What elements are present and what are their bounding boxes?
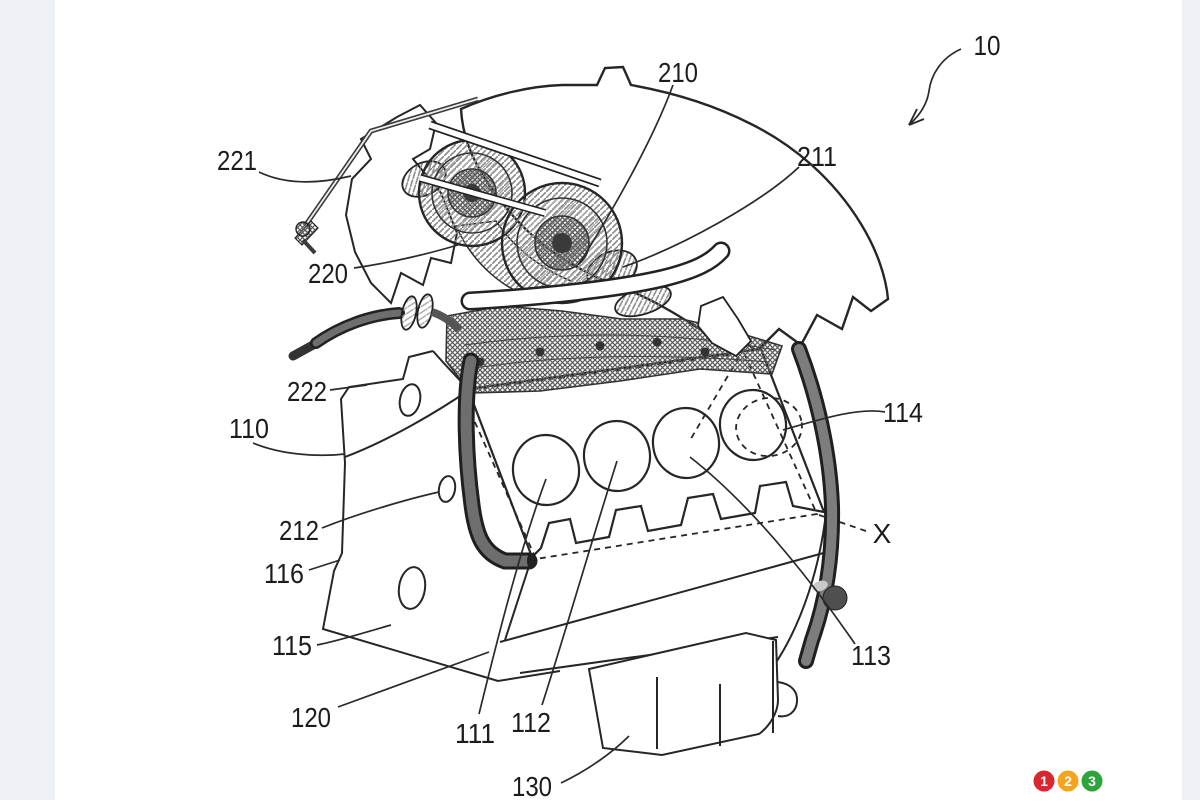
leader-211 [622,166,800,268]
charge-air-pipe [460,241,731,311]
cylinder-bore-2 [582,419,652,493]
valley-machinery [445,305,784,394]
figure-label-120: 120 [291,702,331,733]
leader-116 [308,559,341,571]
figure-label-212: 212 [279,515,319,546]
figure-label-116: 116 [264,558,304,589]
leader-222 [329,384,368,391]
block-boss-upper [398,383,422,417]
auto123-badge[interactable]: 1 2 3 [1033,770,1103,792]
leader-210 [578,84,674,265]
leader-114 [782,410,886,431]
right-exhaust-pipe [791,341,848,669]
leader-112 [541,460,618,706]
sensor-tube [294,96,479,255]
leader-220 [353,243,462,269]
figure-label-114: 114 [883,397,923,428]
block-boss-lower [397,566,427,610]
leader-110 [252,442,346,457]
figure-label-113: 113 [851,640,891,671]
leader-221 [258,171,352,183]
figure-label-10: 10 [974,30,1001,61]
figure-label-115: 115 [272,630,312,661]
leader-115 [316,624,392,646]
figure-label-X: X [873,518,892,549]
leader-lines [252,48,962,784]
page-gutter-left [0,0,55,800]
figure-label-222: 222 [287,376,327,407]
leader-120 [337,651,490,708]
leader-212 [321,491,440,529]
fuel-rail-tubes [418,120,602,217]
figure-label-210: 210 [658,57,698,88]
block-boss-middle [437,475,457,503]
badge-circle-2 [1057,770,1079,792]
cylinder-bore-1 [511,433,581,507]
figure-label-211: 211 [797,141,837,172]
j-hose [457,352,538,570]
leader-111 [478,478,547,715]
page-gutter-right [1182,0,1200,800]
badge-number-3: 3 [1088,773,1096,789]
leader-113 [689,456,856,645]
figure-label-130: 130 [512,771,552,800]
badge-circle-3 [1081,770,1103,792]
figure-label-220: 220 [308,258,348,289]
leader-130 [560,735,630,784]
figure-label-221: 221 [217,145,257,176]
cylinder-deck [466,347,826,559]
left-coolant-hose [288,293,463,361]
badge-number-2: 2 [1064,773,1072,789]
reference-labels: 10 210 211 221 220 222 110 212 116 115 1… [217,30,1001,802]
badge-circle-1 [1033,770,1055,792]
oil-pan [587,631,799,757]
badge-number-1: 1 [1040,773,1048,789]
front-bracket [697,295,753,358]
cylinder-bore-3 [651,406,721,480]
leader-10-arrowhead [908,108,925,126]
figure-label-111: 111 [455,718,495,749]
figure-label-110: 110 [229,413,269,444]
leader-10-arrow [908,48,962,126]
figure-label-112: 112 [511,707,551,738]
